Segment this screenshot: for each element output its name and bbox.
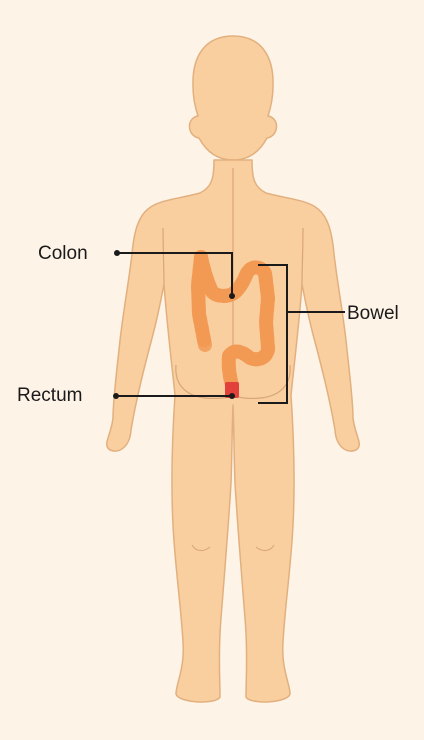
bowel-label: Bowel <box>347 303 399 324</box>
colon-label: Colon <box>38 243 88 264</box>
head <box>189 36 276 160</box>
rectum-leader-dot-end <box>229 393 235 399</box>
rectum-label: Rectum <box>17 385 82 406</box>
colon-leader-dot-end <box>229 293 235 299</box>
